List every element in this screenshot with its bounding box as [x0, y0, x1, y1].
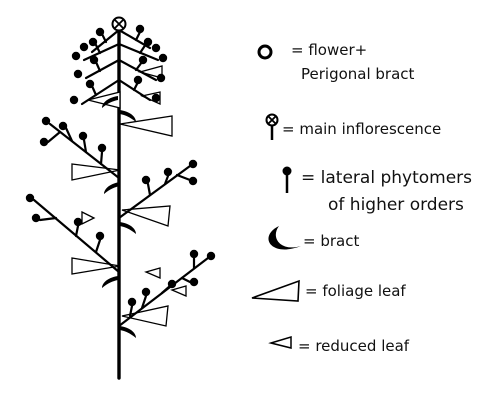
main-inflorescence-cross — [114, 19, 124, 29]
phytomer-dot — [69, 95, 79, 105]
leaf-triangle — [144, 267, 161, 279]
phytomer-dot — [88, 37, 98, 47]
legend-reduced-leaf-label: = reduced leaf — [298, 337, 410, 355]
legend-flower-icon — [257, 44, 273, 60]
bract-crescent — [120, 326, 136, 338]
branch-line — [175, 173, 192, 182]
branch-line — [117, 58, 158, 82]
branch-line — [160, 284, 172, 295]
legend-bract-icon — [268, 226, 301, 250]
legend-main-inflorescence-icon — [265, 113, 279, 140]
phytomer-dot — [158, 53, 168, 63]
phytomer-dot — [151, 43, 161, 53]
branch-line — [180, 276, 192, 284]
bract-crescent — [120, 222, 136, 234]
phytomer-dot — [71, 51, 81, 61]
branch-line — [99, 150, 104, 166]
phytomer-dot — [167, 279, 177, 289]
branch-line — [128, 304, 134, 318]
phytomer-dot — [189, 277, 199, 287]
phytomer-dot — [141, 287, 151, 297]
phytomer-dot — [163, 167, 173, 177]
branch-line — [100, 32, 108, 44]
branch-line — [90, 84, 98, 97]
phytomer-dot — [188, 176, 198, 186]
phytomer-dot — [156, 73, 166, 83]
branch-line — [80, 78, 121, 106]
leaf-triangle — [71, 257, 121, 275]
phytomer-dot — [58, 121, 68, 131]
branch-line — [46, 130, 62, 144]
branch-line — [163, 174, 170, 186]
legend-lateral-phytomer-icon — [282, 166, 292, 193]
leaf-triangle — [121, 305, 169, 327]
leaf-triangle — [121, 205, 171, 227]
phytomer-dot — [127, 297, 137, 307]
branch-line — [146, 182, 152, 197]
phytomer-dot — [73, 69, 83, 79]
branch-line — [82, 138, 88, 154]
phytomer-dot — [151, 93, 161, 103]
phytomer-dot — [141, 175, 151, 185]
legend-flower-label: = flower+ — [291, 41, 368, 59]
leaf-triangle — [71, 163, 121, 181]
phytomer-dot — [97, 143, 107, 153]
phytomer-dot — [41, 116, 51, 126]
legend-flower-label-line2: Perigonal bract — [301, 65, 415, 83]
phytomer-dot — [89, 55, 99, 65]
leaf-triangle — [119, 115, 173, 137]
phytomer-dot — [188, 159, 198, 169]
phytomer-dot — [25, 193, 35, 203]
branch-line — [84, 58, 121, 80]
legend-lateral-label: = lateral phytomers — [301, 168, 473, 188]
leaf-triangle — [137, 65, 163, 79]
branch-line — [134, 30, 142, 42]
phytomer-dot — [73, 217, 83, 227]
phytomer-dot — [85, 79, 95, 89]
leaf-triangle — [170, 285, 187, 297]
legend-foliage-leaf-label: = foliage leaf — [305, 282, 406, 300]
phytomer-dot — [133, 75, 143, 85]
phytomer-dot — [78, 131, 88, 141]
branch-line — [48, 122, 121, 180]
bract-crescent — [102, 96, 118, 108]
phytomer-dot — [31, 213, 41, 223]
legend-foliage-leaf-icon — [251, 279, 300, 302]
phytomer-dot — [189, 249, 199, 259]
branch-line — [138, 42, 148, 55]
legend-bract-label: = bract — [303, 232, 360, 250]
branch-line — [38, 216, 58, 222]
phytomer-dot — [95, 231, 105, 241]
branch-line — [94, 238, 102, 254]
bract-crescent — [102, 276, 118, 288]
phytomer-dot — [206, 251, 216, 261]
branch-line — [117, 42, 160, 62]
phytomer-dot — [95, 27, 105, 37]
branch-line — [82, 42, 121, 62]
bract-crescent — [104, 182, 120, 194]
phytomer-dot — [135, 24, 145, 34]
branch-line — [74, 224, 80, 238]
branch-line — [94, 60, 102, 73]
phytomer-dot — [79, 42, 89, 52]
legend-reduced-leaf-icon — [268, 335, 292, 349]
legend-main-inflorescence-label: = main inflorescence — [282, 120, 442, 138]
branch-line — [94, 43, 102, 55]
phytomer-dot — [138, 55, 148, 65]
legend-lateral-label-line2: of higher orders — [328, 195, 464, 215]
leaf-triangle — [81, 210, 96, 226]
phytomer-dot — [39, 137, 49, 147]
bract-crescent — [120, 110, 136, 122]
branch-line — [64, 126, 74, 143]
phytomer-dot — [143, 37, 153, 47]
branch-line — [140, 294, 148, 310]
